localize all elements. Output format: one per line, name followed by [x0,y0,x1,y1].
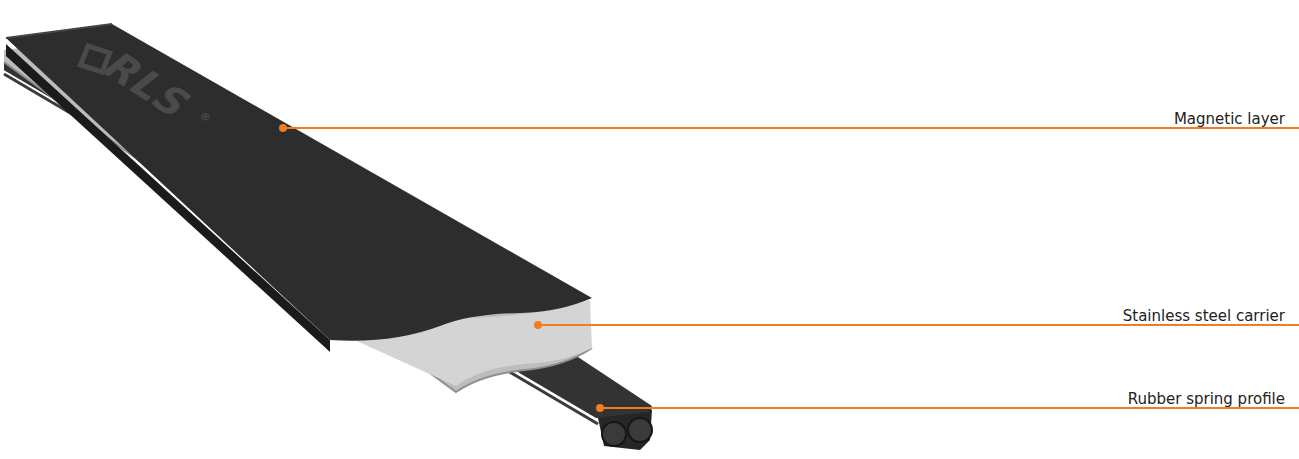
part-label: Stainless steel carrier [1123,307,1285,325]
part-label: Rubber spring profile [1128,390,1285,408]
leader-dot [279,124,287,132]
leader-line [283,127,1299,129]
magnetic-layer [6,24,592,341]
part-label: Magnetic layer [1174,110,1285,128]
rubber-tube [628,418,652,442]
leader-dot [596,404,604,412]
leader-dot [534,321,542,329]
rubber-tube [602,422,626,446]
leader-lines [279,124,1299,412]
magnetic-edge [6,24,112,38]
